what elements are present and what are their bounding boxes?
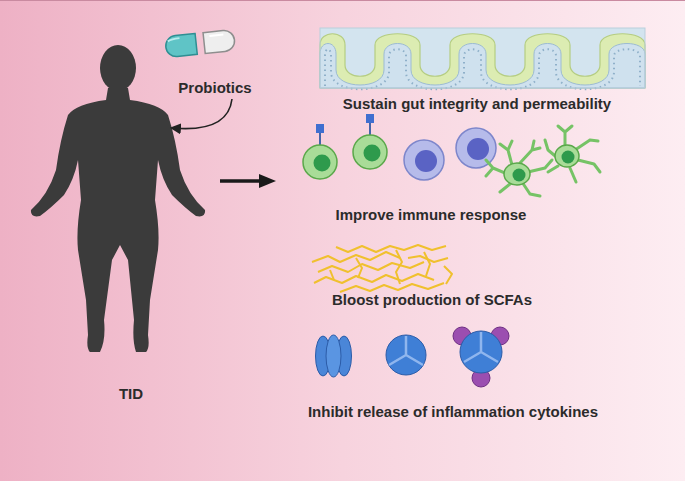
immune-cells-part [369,122,371,136]
immune-cells-part [555,145,579,167]
immune-cells-part [353,135,387,169]
immune-cells-part [415,150,437,172]
scfa-chains-part [424,252,430,276]
gut-lining-part [320,44,645,89]
scfa-chains-part [408,256,448,262]
scfa-chains-part [396,250,402,284]
cytokine-proteins-part [389,336,423,365]
immune-cells-part-part [548,166,558,172]
effect-label: Improve immune response [336,206,527,224]
probiotic-capsule [165,29,236,57]
immune-cells-part [467,138,489,160]
cytokine-proteins [316,327,510,387]
immune-cells-part-part [520,141,540,163]
immune-cells-part [504,163,530,185]
effect-label: Inhibit release of inflammation cytokine… [308,403,598,421]
scfa-chains-part [356,258,362,278]
immune-cells-part [303,145,337,179]
human-silhouette-part [100,45,136,91]
scfa-chains-part [318,262,424,272]
scfa-chains-part [340,283,444,292]
scfa-chains-part [336,245,446,252]
immune-cells-part [513,169,526,182]
immune-cells-part-part [578,160,600,172]
immune-cells-part [486,126,600,196]
gut-lining [320,28,645,89]
immune-cells-part [562,151,575,164]
gut-lining-part [320,28,645,88]
immune-cells-part-part [570,168,576,182]
immune-cells [303,114,600,196]
effect-arrow-part [259,174,276,188]
scfa-chains-part [330,270,334,280]
scfa-chains-part [312,252,400,262]
probiotic-capsule-part [203,29,236,53]
scfa-chains-part [444,266,452,284]
effect-arrow-part [220,179,262,183]
top-border [0,0,685,1]
cytokine-proteins-part [386,335,426,375]
cytokine-proteins-part [464,332,498,362]
gut-lining-part [325,49,640,89]
human-silhouette-part [31,88,205,352]
effect-label: Sustain gut integrity and permeability [343,95,611,113]
effect-arrow [220,174,276,188]
effect-label: Bloost production of SCFAs [332,291,532,309]
immune-cells-part [366,114,374,123]
curved-arrow [172,99,232,129]
immune-cells-part [404,140,444,180]
immune-cells-part-part [522,182,540,196]
immune-cells-part-part [500,184,510,192]
probiotic-capsule-part [165,33,198,57]
cytokine-proteins-part [326,335,341,377]
gut-lining-part [320,28,645,88]
probiotics-label: Probiotics [178,79,251,97]
cytokine-proteins-part [460,331,502,373]
immune-cells-part [364,145,381,162]
condition-label: TID [119,385,143,403]
immune-cells-part [456,128,496,168]
scfa-chains [312,245,452,292]
immune-cells-part-part [575,140,598,150]
immune-cells-part [314,155,331,172]
immune-cells-part [316,124,324,133]
immune-cells-part-part [500,141,512,165]
immune-cells-part [319,132,321,146]
probiotic-capsule-part [209,35,223,36]
probiotic-capsule-part [168,38,180,41]
